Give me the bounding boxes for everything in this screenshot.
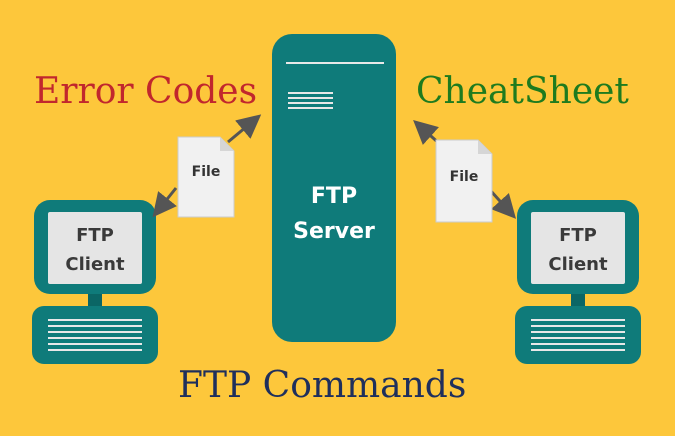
client-left-keyboard	[32, 306, 158, 364]
arrow-right-lower	[488, 188, 517, 219]
server-label-line1: FTP	[311, 184, 357, 209]
ftp-server: FTP Server	[272, 34, 396, 342]
ftp-client-right: FTP Client	[515, 200, 641, 364]
server-label-line2: Server	[293, 219, 375, 244]
file-document-right-icon: File	[435, 139, 493, 223]
client-right-label-line1: FTP	[559, 225, 597, 246]
file-document-left-icon: File	[177, 136, 235, 218]
server-vent-lines	[288, 92, 333, 109]
client-right-label-line2: Client	[548, 254, 608, 275]
client-left-screen	[48, 212, 142, 284]
client-left-label-line2: Client	[65, 254, 125, 275]
heading-error-codes: Error Codes	[34, 71, 257, 112]
client-right-keyboard	[515, 306, 641, 364]
arrow-left-upper	[227, 114, 262, 144]
file-right-label: File	[450, 169, 479, 185]
client-right-screen	[531, 212, 625, 284]
arrow-left-lower	[152, 187, 178, 218]
heading-cheatsheet: CheatSheet	[416, 71, 629, 112]
file-left-label: File	[192, 164, 221, 180]
client-left-label-line1: FTP	[76, 225, 114, 246]
heading-ftp-commands: FTP Commands	[178, 365, 466, 406]
ftp-client-left: FTP Client	[32, 200, 158, 364]
